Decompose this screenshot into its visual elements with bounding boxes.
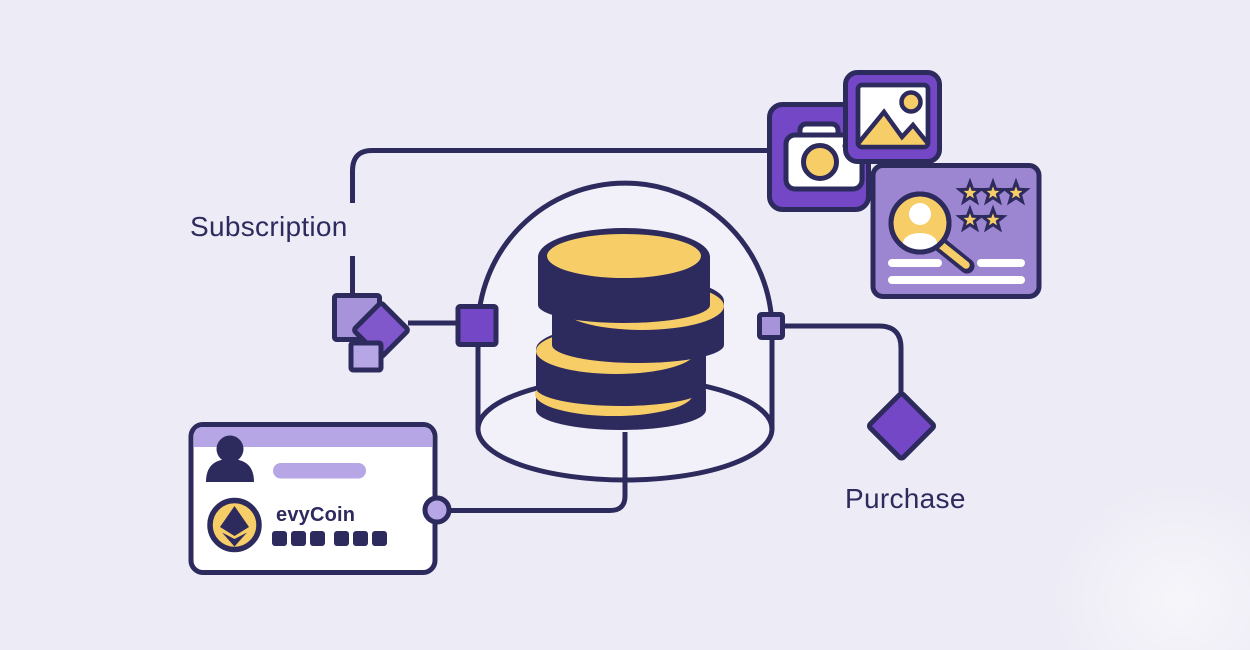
subscription-label: Subscription bbox=[190, 211, 348, 242]
card-number-block bbox=[372, 531, 387, 546]
profile-search-icon bbox=[888, 191, 975, 274]
star-icon bbox=[978, 177, 1008, 206]
star-icon bbox=[1001, 177, 1031, 206]
star-icon bbox=[955, 177, 985, 206]
review-text-line bbox=[888, 259, 942, 267]
coin-top-face bbox=[547, 234, 701, 278]
review-card bbox=[870, 163, 1042, 299]
dome-left-node-square bbox=[455, 304, 499, 347]
purchase-connector-line bbox=[784, 323, 904, 394]
dome-right-node-square bbox=[757, 312, 785, 340]
card-link-dot bbox=[422, 495, 452, 525]
card-number-block bbox=[272, 531, 287, 546]
purchase-diamond bbox=[867, 391, 936, 461]
star-icon bbox=[955, 204, 985, 233]
purchase-label: Purchase bbox=[845, 483, 966, 514]
wallet-card bbox=[188, 422, 452, 575]
name-placeholder-pill bbox=[273, 463, 366, 479]
star-icon bbox=[978, 204, 1008, 233]
coin-stack-icon bbox=[535, 228, 724, 430]
card-number-block bbox=[291, 531, 306, 546]
card-number-block bbox=[310, 531, 325, 546]
subscription-top-connector-line bbox=[350, 148, 772, 203]
card-header-strip bbox=[194, 427, 432, 447]
review-text-lines bbox=[888, 259, 1025, 284]
evycoin-label: evyCoin bbox=[276, 504, 356, 526]
ethereum-coin-icon bbox=[207, 497, 262, 553]
dome-outline bbox=[475, 180, 775, 429]
review-text-line bbox=[977, 259, 1025, 267]
review-text-line bbox=[888, 276, 1025, 284]
square-shape-small bbox=[348, 340, 384, 373]
wallet-connector-line bbox=[449, 432, 628, 513]
camera-icon bbox=[783, 121, 865, 192]
card-number-block bbox=[353, 531, 368, 546]
card-number-blocks bbox=[272, 531, 387, 546]
card-number-block bbox=[334, 531, 349, 546]
picture-icon bbox=[855, 82, 931, 150]
user-icon bbox=[206, 435, 254, 482]
camera-card bbox=[767, 102, 871, 212]
picture-card bbox=[843, 70, 942, 164]
subscription-node bbox=[332, 293, 457, 373]
rating-stars bbox=[955, 177, 1031, 233]
